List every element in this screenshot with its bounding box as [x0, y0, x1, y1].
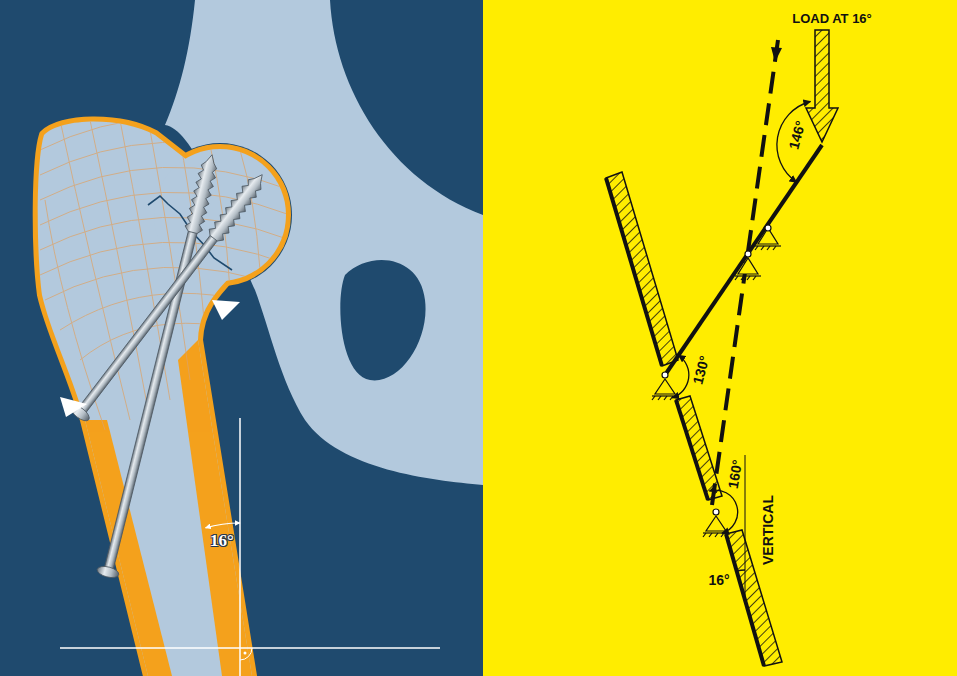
- screw-shaft: [76, 234, 218, 416]
- angle-label: VERTICAL: [761, 495, 775, 565]
- angle-arc: [709, 490, 737, 533]
- angle-label: LOAD AT 16°: [792, 12, 872, 25]
- left-background: [0, 0, 483, 676]
- screw-thread: [206, 169, 269, 243]
- load-axis-dashed: [712, 40, 778, 505]
- right-angle-mark: [240, 648, 252, 660]
- vertical-line: [745, 455, 746, 600]
- support-triangle: [738, 258, 758, 274]
- support-triangle: [655, 379, 675, 394]
- medial-cortex: [178, 340, 252, 676]
- hinge: [662, 372, 668, 378]
- lateral-cortex: [85, 420, 172, 676]
- trabecula: [40, 142, 290, 175]
- pointer-triangle: [212, 300, 240, 320]
- screw: [68, 168, 271, 424]
- segment-edge: [676, 400, 708, 500]
- axis-arrowhead: [771, 47, 782, 62]
- supports: [652, 228, 781, 537]
- angle-arc: [737, 570, 745, 571]
- angle-label: 16°: [708, 573, 729, 587]
- load-arrow: [806, 30, 838, 142]
- obturator-foramen: [340, 260, 425, 380]
- trabecula: [40, 117, 290, 150]
- support-hatch: [703, 533, 724, 537]
- right-angle-dot: [244, 652, 247, 655]
- screw-head: [96, 564, 120, 579]
- femur: [38, 117, 290, 676]
- trabecula: [40, 242, 290, 275]
- angle-label: 130°: [690, 354, 711, 386]
- hinge: [765, 225, 771, 231]
- support-hatch: [652, 396, 673, 400]
- support-hatch: [735, 276, 756, 280]
- support-hatch: [755, 246, 776, 250]
- horizontal-reference-line: [60, 647, 440, 649]
- pointer-triangle: [60, 397, 87, 417]
- support-ground: [755, 245, 781, 246]
- angle-label: 146°: [786, 119, 807, 151]
- hatched-segment: [606, 172, 678, 366]
- trabecular-mesh: [40, 117, 290, 430]
- trabecula: [40, 217, 290, 250]
- angle-arc: [777, 102, 810, 183]
- trabecula: [90, 120, 150, 420]
- hinge: [745, 251, 751, 257]
- angle-arc: [206, 523, 241, 528]
- angle-label: 160°: [726, 459, 745, 490]
- hinge: [713, 509, 719, 515]
- trabecula: [60, 120, 130, 420]
- hinges: [662, 225, 771, 515]
- support-ground: [735, 275, 761, 276]
- angle-label: 16°: [210, 532, 234, 549]
- neck-line: [665, 145, 822, 375]
- angle-arc: [672, 355, 689, 398]
- support-triangle: [706, 516, 726, 531]
- vertical-reference-line: [239, 418, 241, 676]
- trabecula: [80, 323, 290, 360]
- right-background: [483, 0, 957, 676]
- segment-edge: [606, 178, 662, 366]
